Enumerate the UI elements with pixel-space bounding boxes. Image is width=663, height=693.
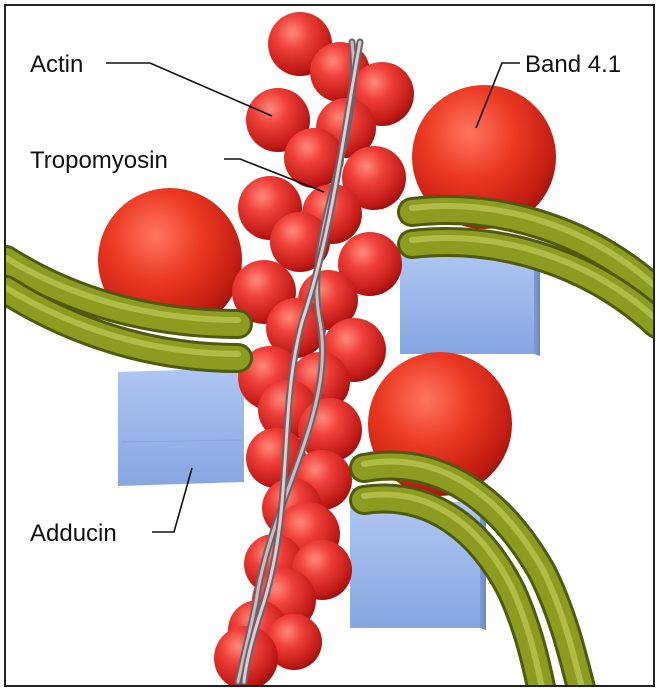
diagram-frame: Actin Tropomyosin Band 4.1 Adducin [4,4,655,687]
label-actin: Actin [30,51,83,78]
label-band41: Band 4.1 [525,51,621,78]
label-adducin: Adducin [30,520,117,547]
adducin-box-left [118,368,244,486]
adducin-box-right-upper [400,252,540,356]
label-tropomyosin: Tropomyosin [30,147,168,174]
actin-junction-illustration: Actin Tropomyosin Band 4.1 Adducin [6,6,655,687]
leader-actin [106,63,272,116]
